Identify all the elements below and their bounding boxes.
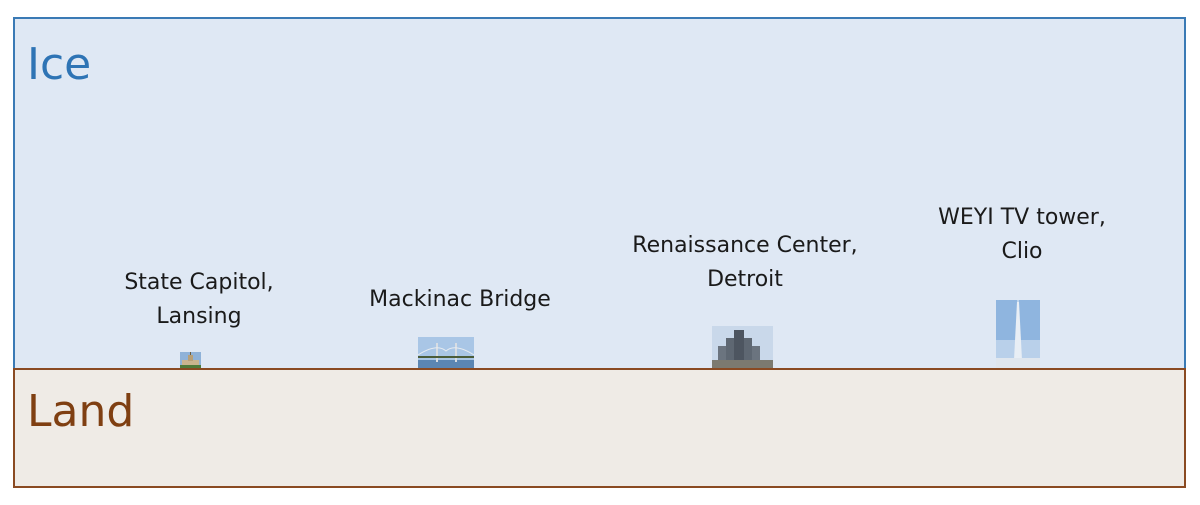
weyi-tv-tower-image bbox=[996, 300, 1040, 368]
land-region: Land bbox=[13, 368, 1186, 488]
land-label: Land bbox=[27, 386, 135, 437]
landmark-label-weyi-tower: WEYI TV tower, Clio bbox=[938, 205, 1106, 264]
landmark-label-renaissance-center: Renaissance Center, Detroit bbox=[632, 233, 858, 292]
state-capitol-image bbox=[180, 352, 201, 368]
ice-region: Ice bbox=[13, 17, 1186, 370]
ice-label: Ice bbox=[27, 39, 92, 90]
mackinac-bridge-image bbox=[418, 337, 474, 368]
renaissance-center-image bbox=[712, 326, 773, 368]
landmark-label-mackinac-bridge: Mackinac Bridge bbox=[369, 287, 551, 312]
landmark-label-state-capitol: State Capitol, Lansing bbox=[124, 270, 274, 329]
